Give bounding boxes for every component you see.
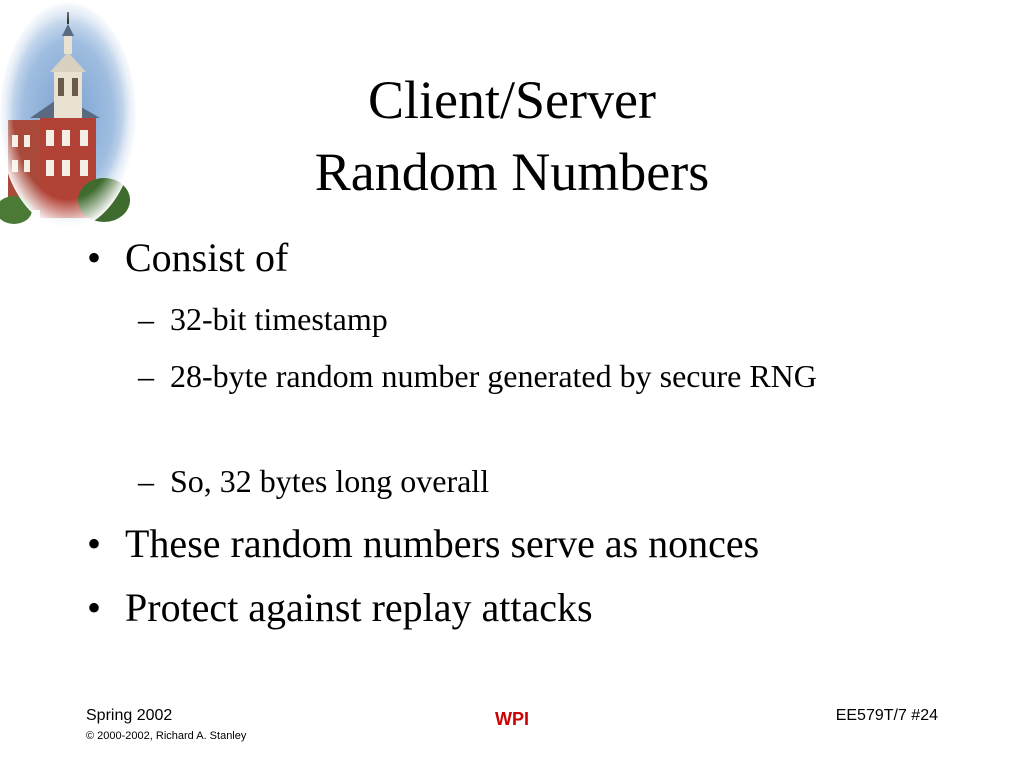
slide-title-line-1: Client/Server [368,70,656,130]
sub-bullet-overall-length: – So, 32 bytes long overall [138,458,490,504]
sub-bullet-timestamp: – 32-bit timestamp [138,296,388,342]
slide-title-line-2: Random Numbers [314,142,710,202]
sub-bullet-marker: – [138,301,154,337]
sub-bullet-text: So, 32 bytes long overall [170,463,490,499]
sub-bullet-marker: – [138,463,154,499]
bullet-marker: • [87,585,102,630]
bullet-marker: • [87,521,102,566]
sub-bullet-random-number: – 28-byte random number generated by sec… [138,353,890,399]
bullet-replay-attacks: • Protect against replay attacks [87,584,593,632]
bullet-marker: • [87,235,102,280]
bullet-text: Consist of [125,235,289,280]
sub-bullet-text: 28-byte random number generated by secur… [170,358,817,394]
footer-term: Spring 2002 [86,707,173,724]
sub-bullet-marker: – [138,358,154,394]
footer-copyright: © 2000-2002, Richard A. Stanley [86,730,247,742]
bullet-nonces: • These random numbers serve as nonces [87,520,760,568]
bullet-text: Protect against replay attacks [125,585,593,630]
clock-tower-logo-image [0,1,138,229]
bullet-text: These random numbers serve as nonces [125,521,760,566]
sub-bullet-text: 32-bit timestamp [170,301,388,337]
slide-title: Client/Server Random Numbers [0,64,1024,208]
bullet-consist-of: • Consist of [87,234,289,282]
footer-institution: WPI [495,709,529,729]
footer-course-page: EE579T/7 #24 [835,707,938,724]
